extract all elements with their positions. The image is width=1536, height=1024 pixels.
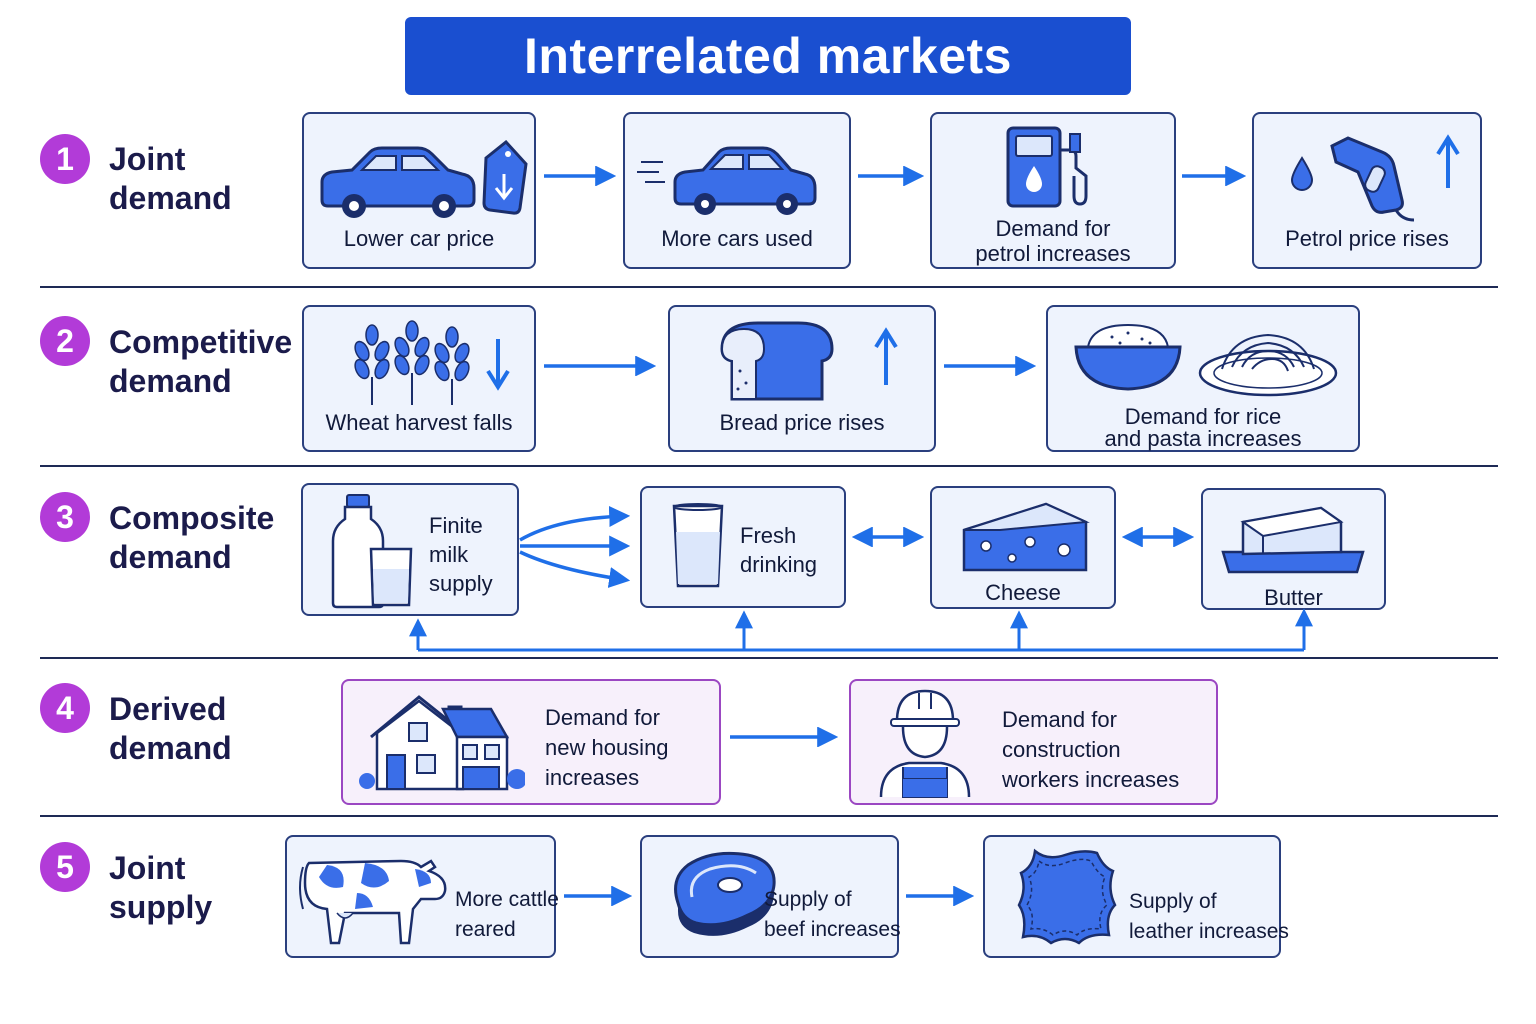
up-arrow-icon — [874, 327, 898, 385]
title-banner: Interrelated markets — [405, 17, 1131, 95]
leather-hide-icon — [1017, 848, 1117, 945]
double-arrow — [1121, 527, 1195, 547]
box-caption: More cars used — [661, 226, 813, 251]
row-divider — [40, 815, 1498, 817]
flow-arrow — [944, 356, 1037, 376]
cow-icon — [299, 859, 447, 945]
rice-bowl-icon — [1074, 323, 1338, 397]
flow-arrow — [544, 166, 617, 186]
pasta-plate-icon — [1198, 333, 1338, 397]
box-caption: Cheese — [985, 580, 1061, 605]
diagram-box-cheese: Cheese — [930, 486, 1116, 609]
box-caption: Butter — [1264, 585, 1323, 610]
box-caption: Lower car price — [343, 226, 495, 251]
steak-icon — [674, 851, 776, 936]
glass-of-milk-icon — [672, 503, 724, 588]
diagram-box-bread-price: Bread price rises — [668, 305, 936, 452]
diagram-box-petrol-price-rises: Petrol price rises — [1252, 112, 1482, 269]
row-number-badge: 2 — [40, 316, 90, 366]
glass-icon — [369, 547, 413, 607]
diagram-box-more-cars-used: More cars used — [623, 112, 851, 269]
house-icon — [359, 695, 525, 791]
flow-arrow — [1182, 166, 1247, 186]
car-icon — [320, 140, 528, 218]
butter-icon — [1221, 506, 1365, 574]
cheese-icon — [962, 502, 1090, 572]
box-caption: Wheat harvest falls — [325, 410, 513, 435]
down-arrow-icon — [486, 339, 510, 391]
fuel-pump-icon — [1006, 126, 1088, 208]
row-divider — [40, 465, 1498, 467]
bread-icon — [720, 321, 898, 401]
box-caption: Petrol price rises — [1285, 226, 1449, 251]
up-arrow-icon — [1436, 134, 1460, 188]
flow-arrow — [906, 886, 975, 906]
row-divider — [40, 286, 1498, 288]
flow-arrow — [564, 886, 633, 906]
construction-worker-icon — [879, 689, 971, 798]
row-number-badge: 3 — [40, 492, 90, 542]
flow-arrow — [544, 356, 657, 376]
milk-bottle-icon — [331, 494, 413, 609]
row-divider — [40, 657, 1498, 659]
double-arrow — [851, 527, 925, 547]
row-number-badge: 4 — [40, 683, 90, 733]
wheat-icon — [354, 320, 510, 405]
flow-arrow — [858, 166, 925, 186]
fan-out-arrows — [519, 506, 631, 588]
feedback-bracket-arrows — [409, 608, 1313, 652]
diagram-box-wheat-harvest: Wheat harvest falls — [302, 305, 536, 452]
row-number-badge: 1 — [40, 134, 90, 184]
row-number-badge: 5 — [40, 842, 90, 892]
fuel-nozzle-icon — [1290, 134, 1460, 222]
price-tag-down-icon — [482, 140, 528, 215]
moving-car-icon — [637, 146, 817, 215]
diagram-box-lower-car-price: Lower car price — [302, 112, 536, 269]
page-title: Interrelated markets — [523, 28, 1012, 84]
flow-arrow — [730, 727, 839, 747]
diagram-box-butter: Butter — [1201, 488, 1386, 610]
box-caption: Bread price rises — [719, 410, 885, 435]
